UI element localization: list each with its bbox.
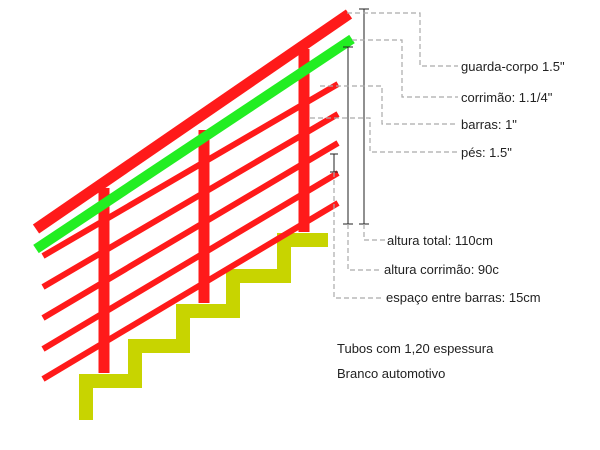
guard-rail (32, 9, 353, 234)
bar (41, 111, 340, 290)
label-guard-rail: guarda-corpo 1.5" (461, 59, 565, 74)
label-handrail-height: altura corrimão: 90c (384, 262, 499, 277)
posts-group (98, 49, 310, 373)
bar (41, 200, 340, 382)
note-finish: Branco automotivo (337, 366, 446, 381)
bar (41, 170, 340, 352)
bar (41, 81, 340, 259)
label-posts: pés: 1.5" (461, 145, 512, 160)
label-handrail: corrimão: 1.1/4" (461, 90, 553, 105)
label-total-height: altura total: 110cm (387, 233, 493, 248)
bar (41, 140, 340, 321)
bars-group (41, 81, 340, 382)
leader-lines (310, 12, 458, 299)
note-tube-thickness: Tubos com 1,20 espessura (337, 341, 494, 356)
stair-steps (79, 233, 328, 420)
handrail (33, 34, 355, 254)
label-bar-spacing: espaço entre barras: 15cm (386, 290, 541, 305)
label-bars: barras: 1" (461, 117, 517, 132)
